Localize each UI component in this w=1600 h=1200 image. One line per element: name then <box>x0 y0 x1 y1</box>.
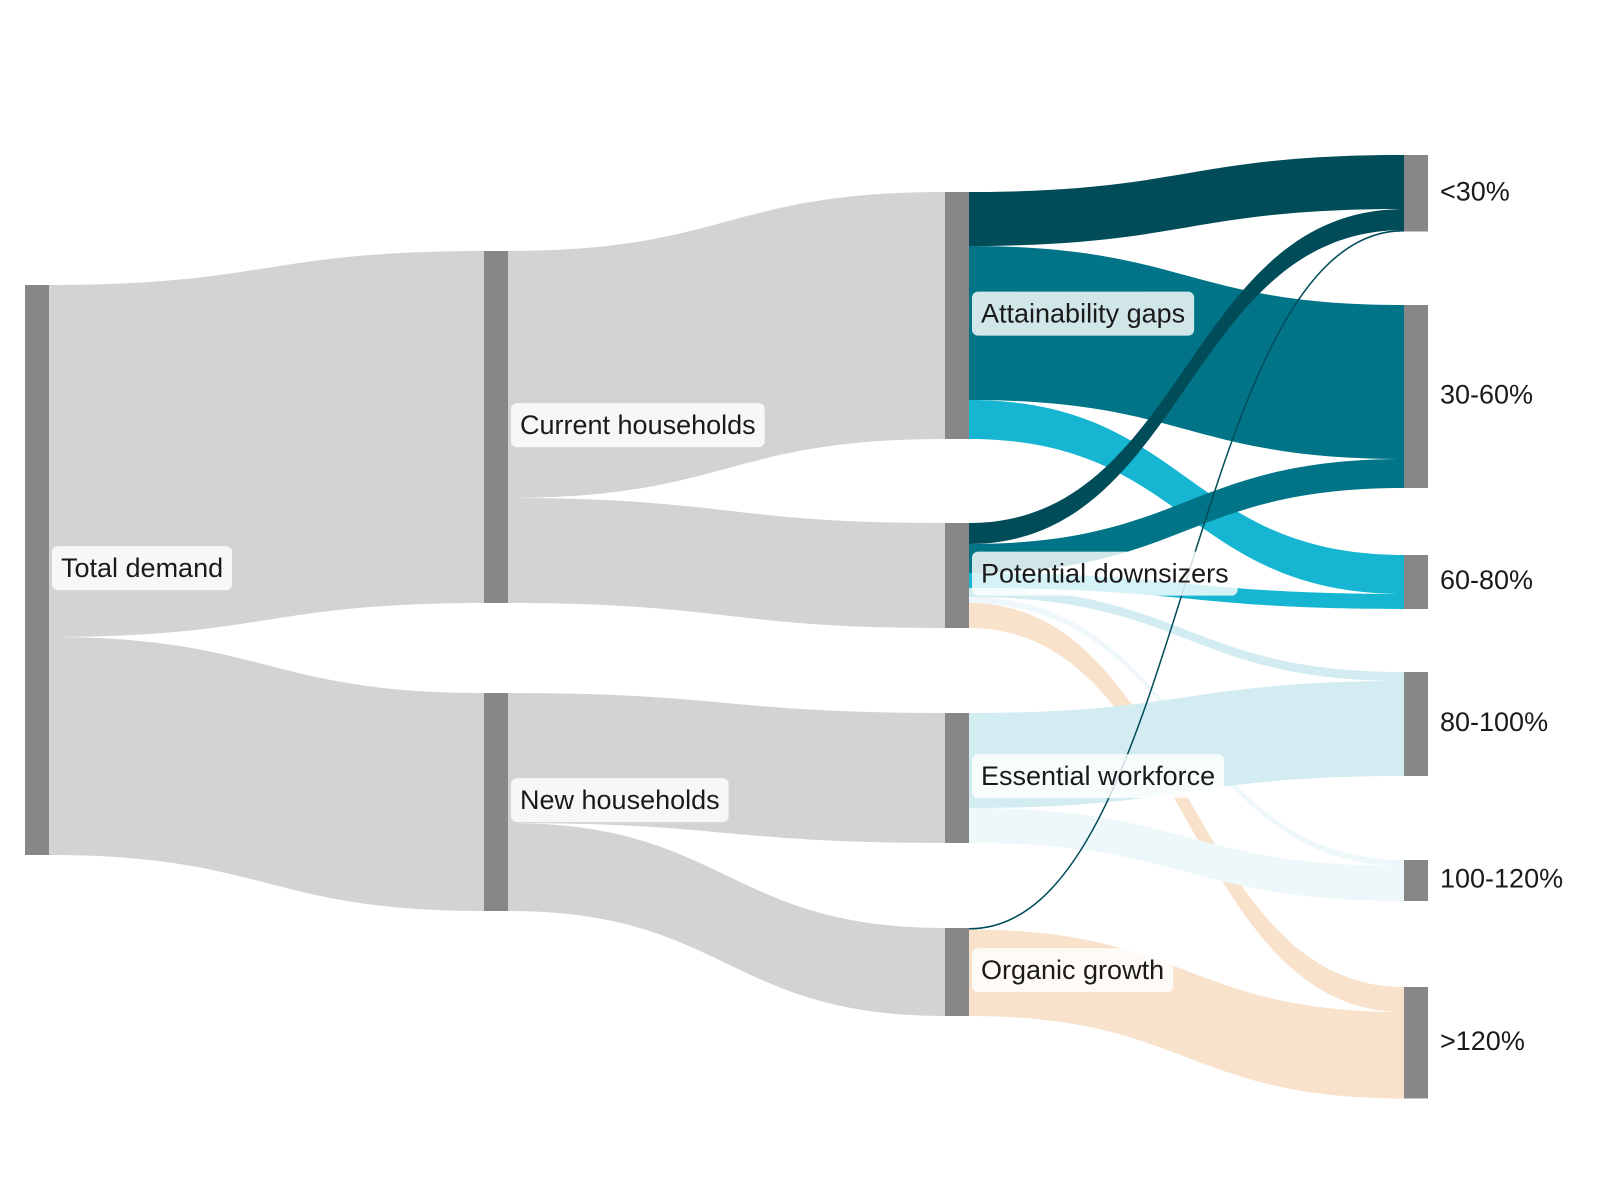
node-label-b60_80: 60-80% <box>1440 565 1533 595</box>
flow-down-to-lt30 <box>969 209 1404 544</box>
node-label-b30_60: 30-60% <box>1440 380 1533 410</box>
node-label-bg-total <box>52 546 233 591</box>
node-label-text-b30_60: 30-60% <box>1440 380 1533 410</box>
node-label-total: Total demand <box>52 546 233 591</box>
node-label-bg-down <box>972 551 1238 596</box>
node-label-gt120: >120% <box>1440 1026 1525 1056</box>
node-ess <box>945 713 969 843</box>
sankey-nodes <box>25 155 1428 1099</box>
node-label-text-current: Current households <box>520 410 756 440</box>
node-label-bg-ess <box>972 754 1225 799</box>
node-label-new: New households <box>511 778 729 823</box>
node-label-current: Current households <box>511 403 765 448</box>
node-lt30 <box>1404 155 1428 232</box>
node-label-text-b80_100: 80-100% <box>1440 707 1548 737</box>
node-b100_120 <box>1404 860 1428 901</box>
node-b30_60 <box>1404 305 1428 488</box>
node-label-org: Organic growth <box>972 948 1174 993</box>
flow-down-to-b80_100 <box>969 588 1404 681</box>
node-label-text-b100_120: 100-120% <box>1440 864 1563 894</box>
node-label-text-ess: Essential workforce <box>981 761 1215 791</box>
node-label-b100_120: 100-120% <box>1440 864 1563 894</box>
node-label-text-attain: Attainability gaps <box>981 299 1185 329</box>
node-label-b80_100: 80-100% <box>1440 707 1548 737</box>
node-down <box>945 523 969 628</box>
flow-total-to-new <box>49 637 484 911</box>
flow-attain-to-lt30 <box>969 155 1404 246</box>
flow-current-to-attain <box>508 192 945 498</box>
node-label-text-b60_80: 60-80% <box>1440 565 1533 595</box>
node-label-down: Potential downsizers <box>972 551 1238 596</box>
node-org <box>945 928 969 1016</box>
node-label-lt30: <30% <box>1440 176 1510 206</box>
node-label-text-gt120: >120% <box>1440 1026 1525 1056</box>
node-label-ess: Essential workforce <box>972 754 1225 799</box>
node-attain <box>945 192 969 439</box>
flow-ess-to-b100_120 <box>969 808 1404 901</box>
node-label-text-lt30: <30% <box>1440 176 1510 206</box>
sankey-links <box>49 155 1405 1099</box>
flow-down-to-b30_60 <box>969 459 1404 573</box>
node-gt120 <box>1404 987 1428 1099</box>
node-label-bg-org <box>972 948 1174 993</box>
node-b80_100 <box>1404 672 1428 776</box>
node-label-text-new: New households <box>520 785 720 815</box>
node-current <box>484 251 508 603</box>
node-b60_80 <box>1404 555 1428 609</box>
node-label-text-org: Organic growth <box>981 955 1164 985</box>
node-label-bg-current <box>511 403 765 448</box>
flow-attain-to-b60_80 <box>969 400 1404 594</box>
flow-new-to-org <box>508 823 945 1016</box>
flow-total-to-current <box>49 251 484 637</box>
node-total <box>25 285 49 855</box>
node-label-bg-attain <box>972 291 1195 336</box>
flow-down-to-gt120 <box>969 603 1404 1012</box>
node-new <box>484 693 508 911</box>
node-label-text-down: Potential downsizers <box>981 559 1229 589</box>
node-label-attain: Attainability gaps <box>972 291 1195 336</box>
node-label-text-total: Total demand <box>61 553 223 583</box>
node-label-bg-new <box>511 778 729 823</box>
flow-current-to-down <box>508 498 945 628</box>
